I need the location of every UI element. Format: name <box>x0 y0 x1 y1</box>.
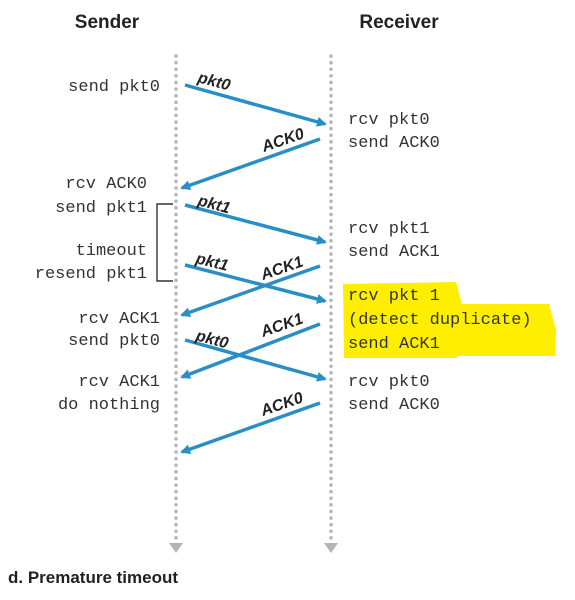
receiver-header: Receiver <box>359 12 439 33</box>
arrow-pkt0-first <box>184 83 327 127</box>
label-ack1-duplicate: ACK1 <box>258 310 306 341</box>
receiver-event-send-ack0: send ACK0 <box>348 134 440 153</box>
receiver-timeline-end-arrow <box>324 543 338 553</box>
timeout-bracket <box>156 203 173 282</box>
sender-event-rcv-ack0: rcv ACK0 <box>65 175 147 194</box>
sender-event-resend-pkt1: resend pkt1 <box>35 265 147 284</box>
label-pkt1-resend: pkt1 <box>193 250 230 275</box>
receiver-event-detect-duplicate: (detect duplicate) <box>348 311 532 330</box>
arrow-ack0-second <box>180 401 321 455</box>
sender-header: Sender <box>75 12 140 33</box>
sender-event-send-pkt0-again: send pkt0 <box>68 332 160 351</box>
sender-event-rcv-ack1: rcv ACK1 <box>78 310 160 329</box>
receiver-event-rcv-pkt1-duplicate: rcv pkt 1 <box>348 287 440 306</box>
arrow-ack0-first <box>180 137 321 191</box>
receiver-event-rcv-pkt1: rcv pkt1 <box>348 220 430 239</box>
sender-timeline-end-arrow <box>169 543 183 553</box>
sender-event-timeout: timeout <box>76 242 147 261</box>
duplicate-highlight <box>343 282 556 358</box>
sender-event-send-pkt1: send pkt1 <box>55 199 147 218</box>
sender-event-send-pkt0: send pkt0 <box>68 78 160 97</box>
receiver-event-send-ack1-again: send ACK1 <box>348 335 440 354</box>
arrow-ack1-duplicate <box>180 322 321 379</box>
sender-event-rcv-ack1-again: rcv ACK1 <box>78 373 160 392</box>
arrow-pkt1-first <box>184 203 327 245</box>
receiver-event-send-ack1: send ACK1 <box>348 243 440 262</box>
arrow-pkt1-resend <box>184 263 327 304</box>
sender-event-do-nothing: do nothing <box>58 396 160 415</box>
arrow-ack1-first <box>180 264 321 318</box>
receiver-event-send-ack0-again: send ACK0 <box>348 396 440 415</box>
receiver-event-rcv-pkt0-again: rcv pkt0 <box>348 373 430 392</box>
arrow-pkt0-second <box>184 338 327 382</box>
figure-caption: d. Premature timeout <box>8 568 178 587</box>
receiver-event-rcv-pkt0: rcv pkt0 <box>348 111 430 130</box>
